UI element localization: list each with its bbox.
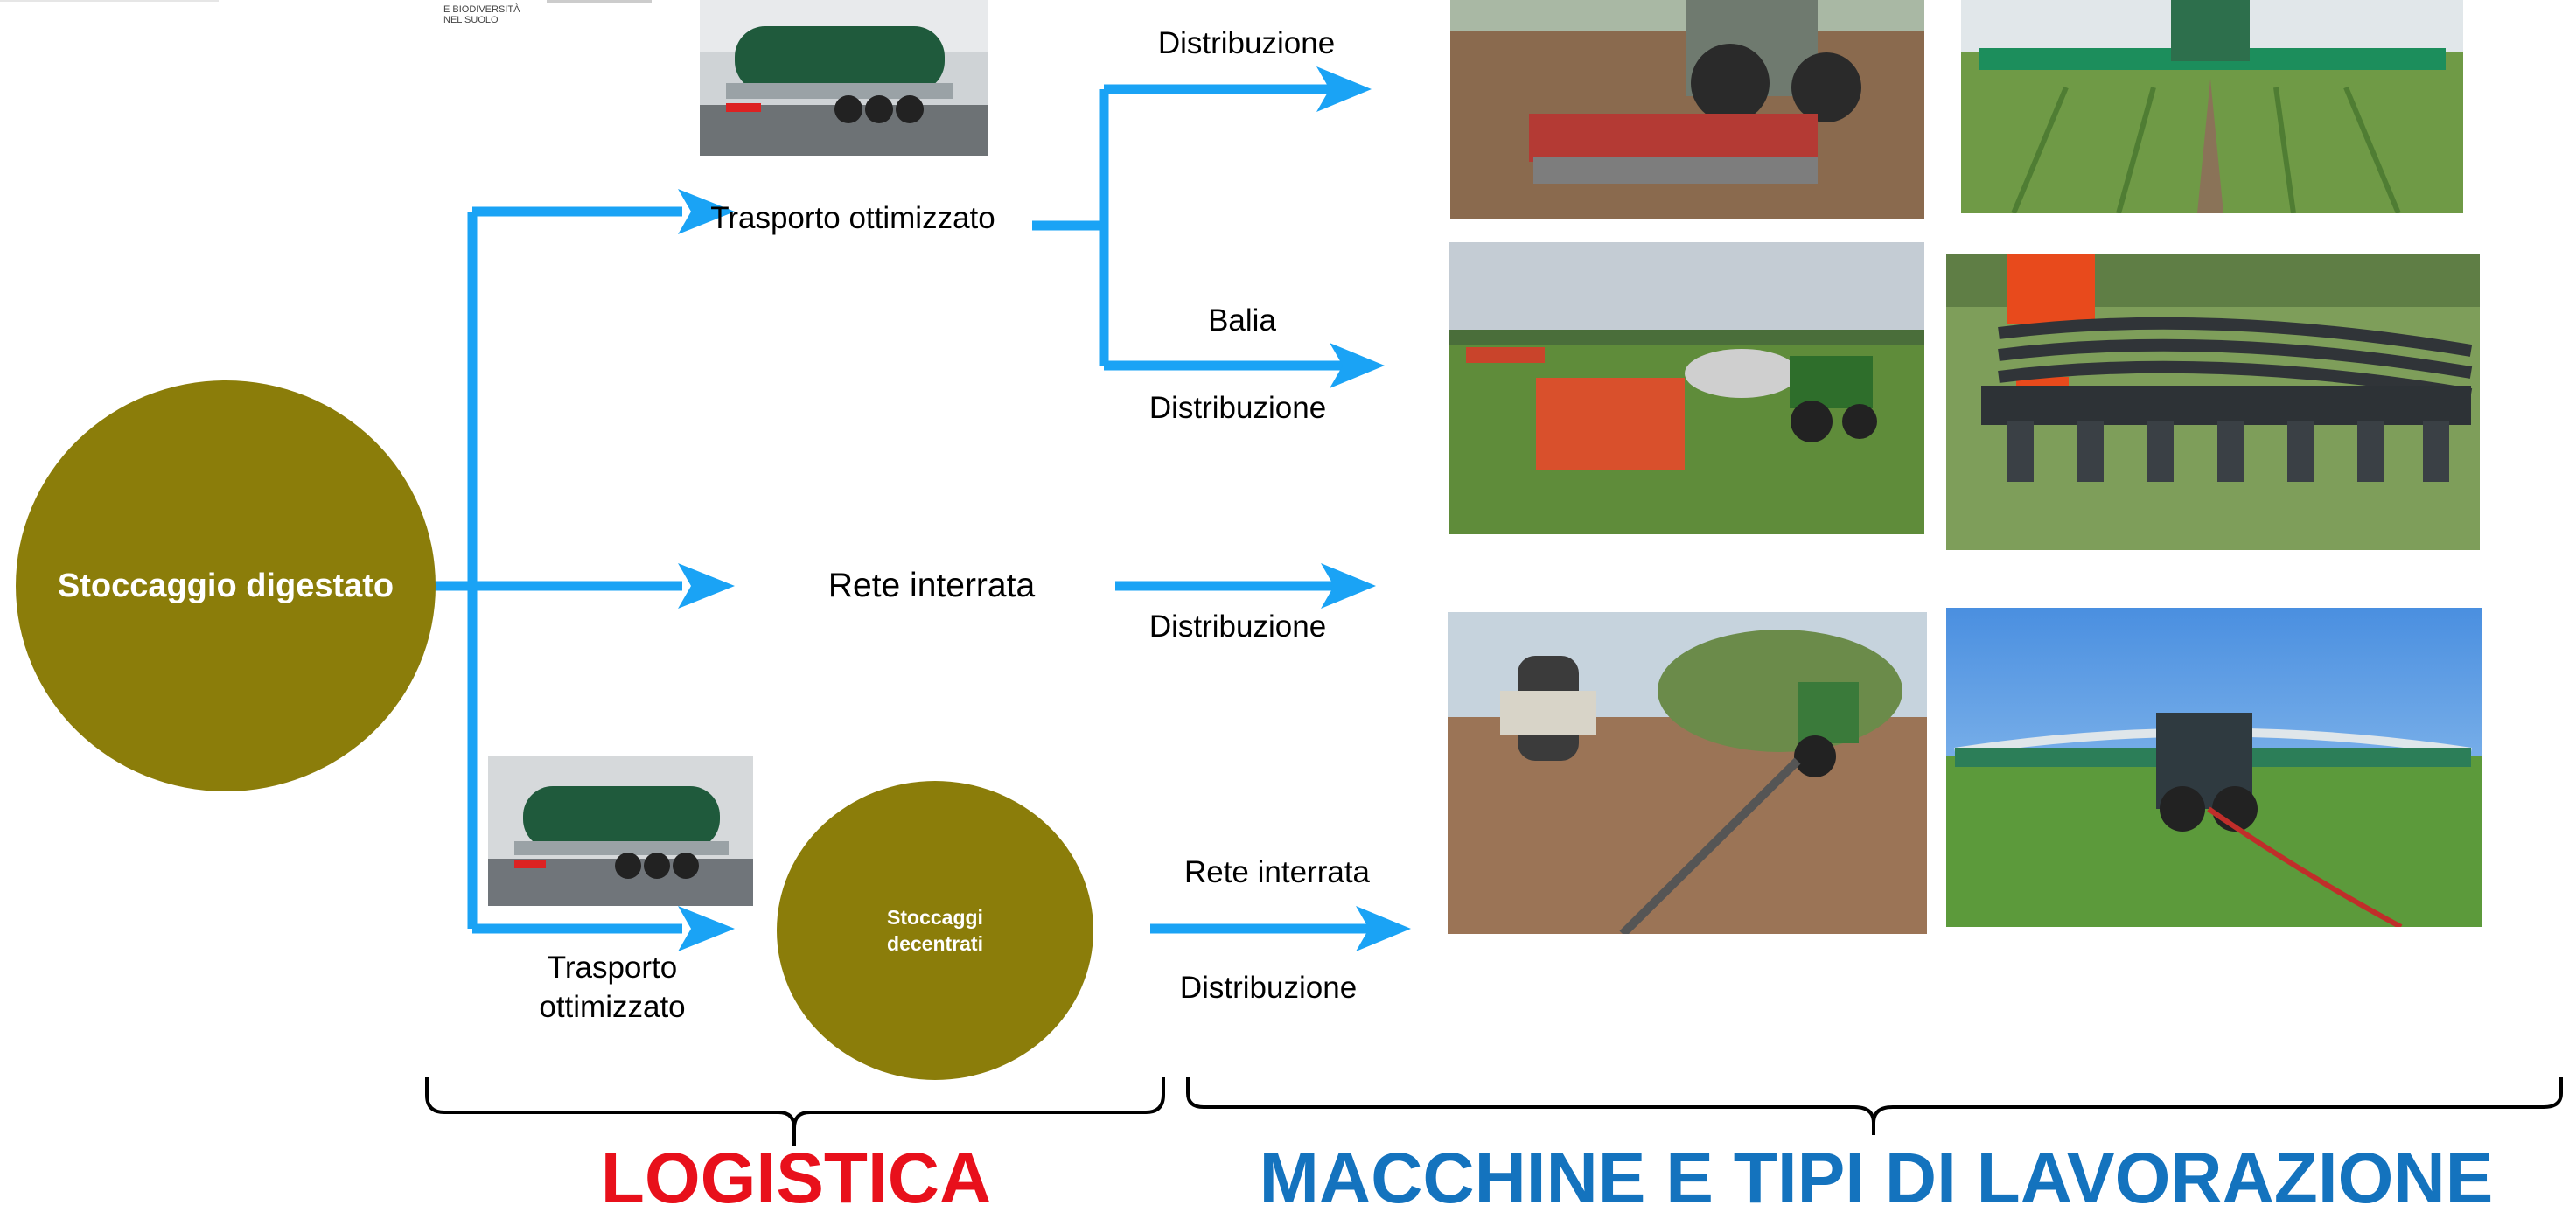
balia-container-photo xyxy=(1449,242,1924,534)
arrowhead-top xyxy=(678,189,735,234)
storage-decentral-node: Stoccaggi decentrati xyxy=(777,781,1093,1080)
arrowhead-bottom xyxy=(678,906,735,951)
label-trasporto-bottom: Trasporto ottimizzato xyxy=(539,951,686,1024)
boom-spreader-photo xyxy=(1961,0,2463,213)
umbilical-boom-photo xyxy=(1946,608,2482,927)
arrowhead-rete-low xyxy=(1356,906,1411,951)
header-divider xyxy=(0,0,219,2)
arrowhead-rete xyxy=(1321,563,1376,609)
arrowhead-mid xyxy=(678,563,735,609)
arrow-heads xyxy=(678,66,1411,951)
storage-decentral-label: Stoccaggi decentrati xyxy=(887,906,983,955)
label-trasporto-top: Trasporto ottimizzato xyxy=(710,201,995,235)
brace-lavorazione xyxy=(1186,1077,2563,1135)
tractor-tillage-photo xyxy=(1450,0,1924,219)
arrowhead-dist2 xyxy=(1330,343,1385,388)
tanker-photo-bottom xyxy=(488,756,753,906)
label-distribuzione-3: Distribuzione xyxy=(1148,610,1327,644)
storage-main-node: Stoccaggio digestato xyxy=(16,380,436,791)
label-distribuzione-1: Distribuzione xyxy=(1157,26,1336,60)
tanker-photo-top xyxy=(700,0,988,156)
storage-main-label: Stoccaggio digestato xyxy=(57,568,394,604)
hose-reel-photo xyxy=(1448,612,1927,934)
arrowhead-dist1 xyxy=(1316,66,1372,112)
label-rete-interrata-low: Rete interrata xyxy=(1183,855,1371,889)
flow-arrows xyxy=(429,84,1378,934)
label-rete-interrata-mid: Rete interrata xyxy=(827,567,1036,604)
brace-logistica xyxy=(425,1077,1165,1146)
logo-mark xyxy=(547,0,652,3)
split-line xyxy=(1032,89,1109,366)
section-title-logistica: LOGISTICA xyxy=(600,1139,992,1218)
hose-injector-photo xyxy=(1946,254,2480,550)
label-distribuzione-2: Distribuzione xyxy=(1148,391,1327,425)
section-title-lavorazione: MACCHINE E TIPI DI LAVORAZIONE xyxy=(1259,1139,2494,1218)
section-braces xyxy=(425,1077,2563,1146)
logo-text: E BIODIVERSITÀ NEL SUOLO xyxy=(443,4,520,25)
label-distribuzione-4: Distribuzione xyxy=(1179,971,1358,1005)
label-balia: Balia xyxy=(1208,303,1276,338)
